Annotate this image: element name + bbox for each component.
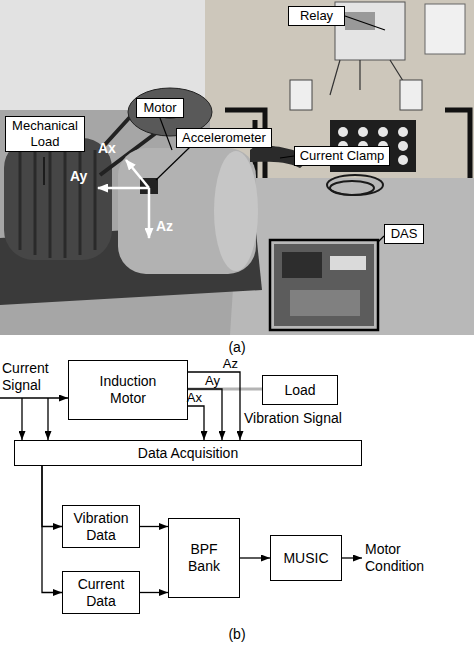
motor-end-cap [214,151,258,271]
process-box: MUSIC [270,535,342,581]
axis-label: Ax [98,140,124,156]
outlet-box [400,80,422,110]
figure-label: Current Signal [2,360,60,394]
relay-unit [335,2,405,60]
current-signal-arrow [0,397,68,398]
wooden-board [205,0,474,178]
table-surface [230,178,474,335]
leader-lines [44,16,385,242]
figure-label: Motor Condition [365,541,445,575]
das-board [274,244,374,326]
signal-arrow [240,557,270,558]
cable-coil [327,175,383,195]
box-text: BPF Bank [183,541,225,575]
process-box: Data Acquisition [14,440,362,466]
photo [0,0,474,335]
current-branch-arrow [21,398,22,440]
das-outline [270,240,378,330]
table-surface [0,110,474,335]
figure-label: (a) [220,339,254,356]
load-ribs [20,142,95,258]
board-connector [330,256,366,270]
photo-background [0,0,474,335]
figure-label: Vibration Signal [244,410,374,427]
outlet-box [290,80,312,110]
signal-label: Ay [202,374,220,388]
signal-label: Ax [184,391,202,405]
part-label: Current Clamp [294,146,390,166]
process-box: Load [262,375,338,405]
device-unit [425,4,465,54]
part-label: Mechanical Load [5,116,85,152]
box-text: Vibration Data [67,510,135,544]
box-text: MUSIC [283,550,328,567]
axis-label: Ay [70,168,96,184]
board-area [290,290,360,316]
board-chip [282,252,322,278]
mechanical-load-body [4,138,112,260]
cable-coil [330,181,374,195]
process-box: BPF Bank [168,518,240,598]
signal-arrow [188,372,240,440]
process-box: Current Data [62,571,140,614]
part-label: DAS [384,224,424,244]
signal-arrow [140,526,168,527]
process-box: Vibration Data [62,505,140,548]
part-label: Relay [288,6,345,26]
axis-arrow [126,160,149,188]
box-text: Load [284,382,315,399]
figure-label: (b) [220,626,254,643]
signal-label: Az [220,357,238,371]
box-text: Induction Motor [89,373,167,407]
part-label: Motor [136,98,184,118]
process-box: Induction Motor [68,360,188,420]
box-text: Current Data [67,576,135,610]
signal-arrow [188,406,204,440]
axis-arrow [98,187,149,190]
output-arrow [342,557,362,558]
box-text: Data Acquisition [138,445,238,462]
signal-arrow [42,466,62,527]
signal-arrow [140,592,168,593]
signal-arrow [42,466,62,593]
wiring [330,60,410,95]
current-branch-arrow [47,398,48,440]
part-label: Accelerometer [176,128,272,148]
axis-arrow [148,188,151,238]
axis-label: Az [156,218,182,234]
